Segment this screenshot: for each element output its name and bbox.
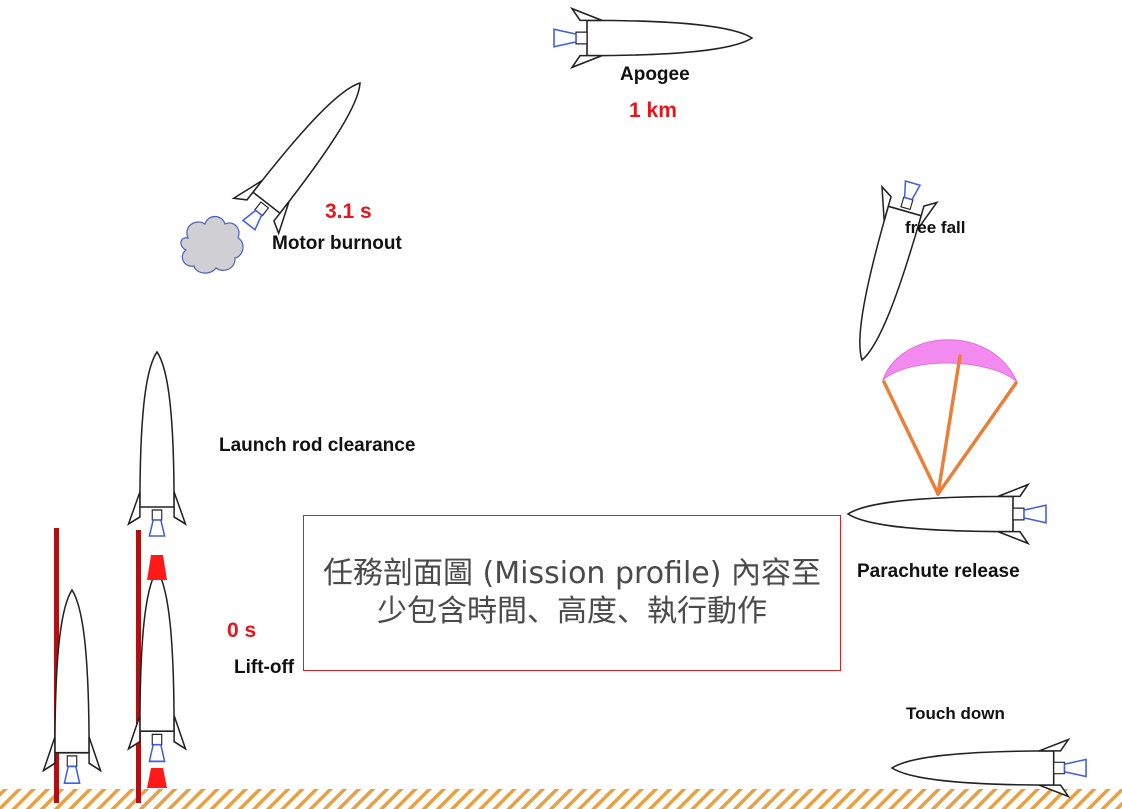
rocket-apogee: [553, 7, 753, 69]
rocket-rod-clearance: [127, 351, 187, 537]
label-parachute-release: Parachute release: [857, 561, 1020, 582]
label-free-fall: free fall: [905, 218, 966, 237]
label-burnout-time: 3.1 s: [325, 200, 372, 223]
rocket-parachute: [847, 483, 1047, 545]
rocket-on-pad: [42, 589, 102, 785]
label-launch-rod-clearance: Launch rod clearance: [219, 435, 416, 456]
clearance-flame: [147, 555, 167, 580]
label-liftoff: Lift-off: [234, 657, 295, 678]
label-apogee-altitude: 1 km: [629, 99, 677, 122]
rocket-free-fall: [833, 174, 941, 369]
label-motor-burnout: Motor burnout: [272, 233, 402, 254]
rocket-touch-down: [891, 738, 1087, 798]
label-apogee: Apogee: [620, 64, 690, 85]
parachute-shrouds: [882, 354, 1018, 496]
parachute-canopy: [881, 339, 1018, 383]
label-touch-down: Touch down: [906, 704, 1005, 723]
ground-hatch: [0, 789, 1122, 809]
launch-rod-2: [136, 530, 141, 803]
mission-profile-note: 任務剖面圖 (Mission profile) 內容至少包含時間、高度、執行動作: [303, 515, 841, 671]
label-liftoff-time: 0 s: [227, 619, 257, 642]
note-text: 任務剖面圖 (Mission profile) 內容至少包含時間、高度、執行動作: [323, 556, 821, 629]
liftoff-flame: [147, 768, 167, 788]
smoke-cloud: [180, 215, 244, 274]
